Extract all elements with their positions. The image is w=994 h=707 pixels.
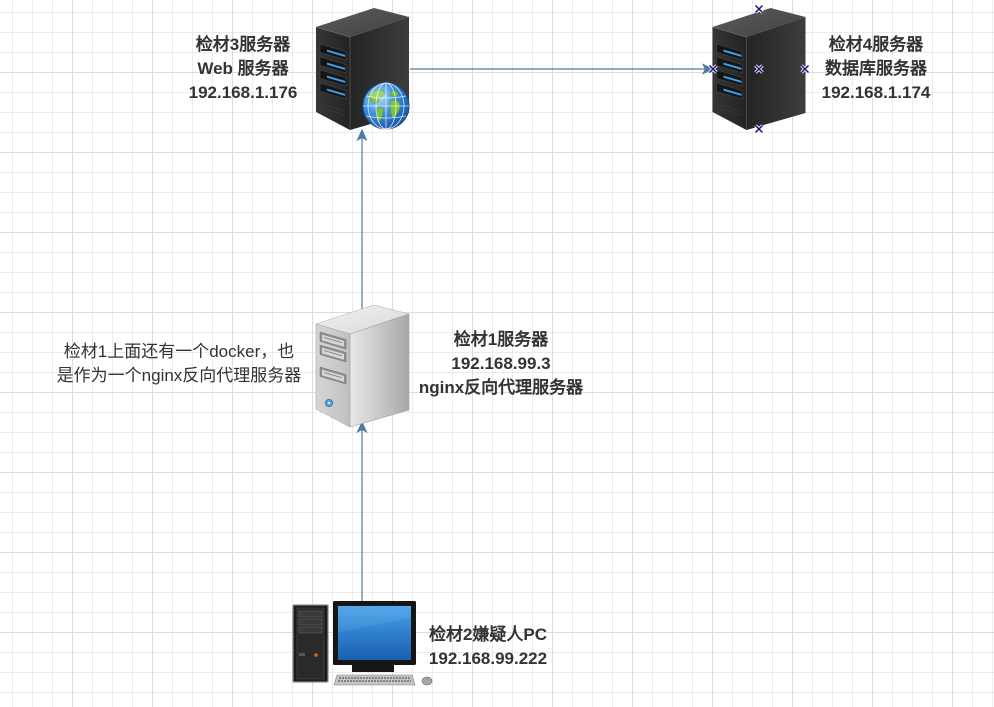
server-tower-light-icon xyxy=(315,305,410,427)
db-server-name: 检材4服务器 xyxy=(828,35,924,54)
suspect-pc-name: 检材2嫌疑人PC xyxy=(428,625,548,644)
edge-proxy-server-to-web-server[interactable] xyxy=(356,128,368,320)
db-server-label: 检材4服务器 数据库服务器 192.168.1.174 xyxy=(796,33,956,105)
connection-point-x-icon[interactable] xyxy=(708,64,718,74)
suspect-pc-label: 检材2嫌疑人PC 192.168.99.222 xyxy=(408,623,568,671)
arrowhead xyxy=(701,63,715,75)
arrowhead xyxy=(356,128,368,142)
connection-point-x-icon[interactable] xyxy=(800,64,810,74)
connection-point-x-icon[interactable] xyxy=(754,124,764,134)
web-server-node[interactable] xyxy=(315,8,410,130)
proxy-server-node[interactable] xyxy=(315,305,410,427)
suspect-pc-ip: 192.168.99.222 xyxy=(428,649,548,668)
web-server-role: Web 服务器 xyxy=(197,59,289,78)
connection-point-x-icon[interactable] xyxy=(754,4,764,14)
annotation-line: 检材1上面还有一个docker，也 xyxy=(63,342,295,361)
globe-icon xyxy=(362,82,410,130)
edge-suspect-pc-to-proxy-server[interactable] xyxy=(356,420,368,605)
web-server-label: 检材3服务器 Web 服务器 192.168.1.176 xyxy=(163,33,323,105)
annotation-note: 检材1上面还有一个docker，也 是作为一个nginx反向代理服务器 xyxy=(39,340,319,388)
desktop-pc-icon xyxy=(292,601,433,686)
connection-point-x-icon[interactable] xyxy=(754,64,764,74)
web-server-ip: 192.168.1.176 xyxy=(188,83,298,102)
db-server-role: 数据库服务器 xyxy=(825,59,927,78)
db-server-ip: 192.168.1.174 xyxy=(821,83,931,102)
suspect-pc-node[interactable] xyxy=(290,598,435,690)
annotation-line: 是作为一个nginx反向代理服务器 xyxy=(56,366,302,385)
arrowhead xyxy=(356,420,368,434)
proxy-server-ip: 192.168.99.3 xyxy=(451,354,551,373)
web-server-name: 检材3服务器 xyxy=(195,35,291,54)
proxy-server-label: 检材1服务器 192.168.99.3 nginx反向代理服务器 xyxy=(401,328,601,400)
proxy-server-role: nginx反向代理服务器 xyxy=(418,378,584,397)
proxy-server-name: 检材1服务器 xyxy=(453,330,549,349)
edge-web-server-to-db-server[interactable] xyxy=(410,63,715,75)
